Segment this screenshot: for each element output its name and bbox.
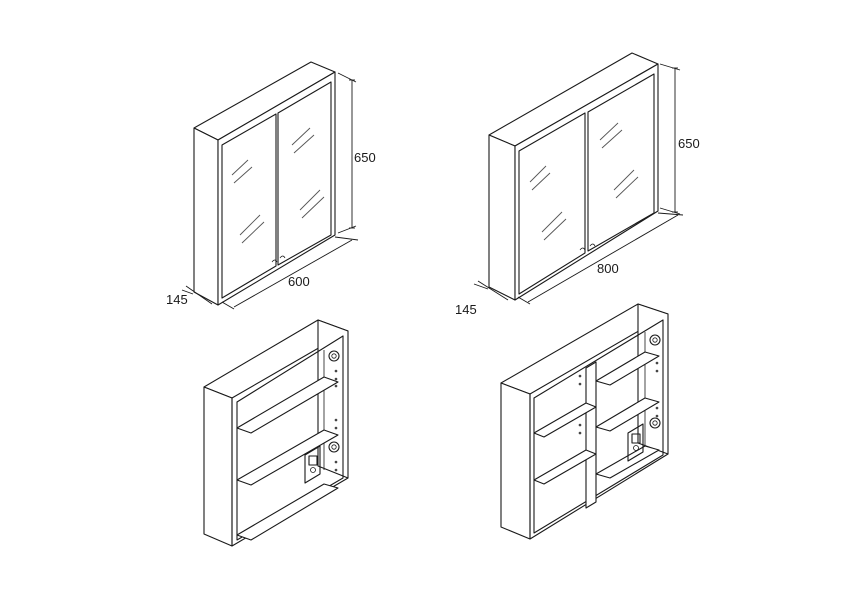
cabinet-800-open [500, 303, 669, 540]
switch-icon [649, 417, 661, 429]
switch-icon [649, 334, 661, 346]
width-label: 800 [597, 261, 619, 276]
shelves [533, 351, 660, 485]
right-door [587, 73, 655, 252]
power-outlet-icon [304, 445, 321, 484]
depth-label: 145 [455, 302, 477, 317]
height-label: 650 [354, 150, 376, 165]
power-outlet-icon [627, 423, 644, 462]
cabinet-front [514, 63, 659, 301]
cabinet-side-panel [203, 386, 233, 547]
cabinet-side-panel [193, 127, 219, 306]
left-door [221, 113, 277, 299]
height-label: 650 [678, 136, 700, 151]
left-door [518, 112, 586, 295]
cabinet-side-panel [500, 382, 531, 540]
cabinet-600-closed: 650 600 145 [166, 61, 376, 310]
cabinet-side-panel [488, 134, 516, 301]
center-divider [585, 361, 597, 509]
shelves [236, 376, 339, 541]
depth-label: 145 [166, 292, 188, 307]
cabinet-800-closed: 650 800 145 [455, 52, 700, 317]
switch-icon [328, 441, 340, 453]
switch-icon [328, 350, 340, 362]
width-label: 600 [288, 274, 310, 289]
cabinet-600-open [203, 319, 349, 547]
right-door [277, 81, 332, 266]
